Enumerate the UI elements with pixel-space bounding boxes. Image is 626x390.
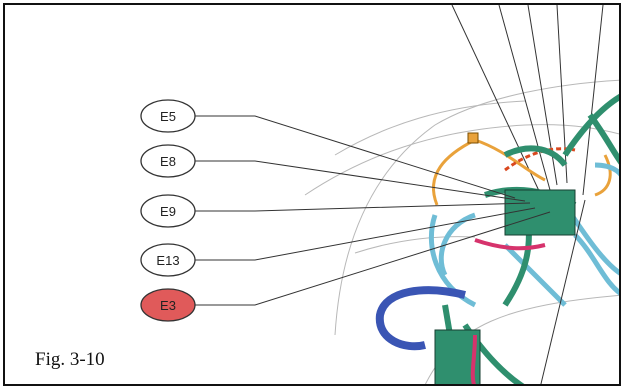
callout-E5: E5 xyxy=(140,99,196,133)
svg-text:E8: E8 xyxy=(160,154,176,169)
svg-text:E3: E3 xyxy=(160,298,176,313)
figure-label: Fig. 3-10 xyxy=(35,349,105,370)
callout-E3: E3 xyxy=(140,288,196,322)
connector-icon xyxy=(467,132,479,144)
junction-block xyxy=(504,189,576,236)
navy-wire xyxy=(375,286,466,351)
svg-text:E5: E5 xyxy=(160,109,176,124)
orange-wires xyxy=(431,138,612,206)
top-leader-lines xyxy=(451,5,604,196)
pink-wire xyxy=(470,238,546,384)
wiring-diagram: E5 E8 E9 E13 E3 xyxy=(140,5,619,384)
callout-E13: E13 xyxy=(140,243,196,277)
diagram-frame: E5 E8 E9 E13 E3 Fig. 3-10 xyxy=(3,3,621,386)
callout-E9: E9 xyxy=(140,194,196,228)
svg-text:E9: E9 xyxy=(160,204,176,219)
callout-E8: E8 xyxy=(140,144,196,178)
svg-text:E13: E13 xyxy=(156,253,179,268)
callout-leader-lines xyxy=(195,115,586,384)
